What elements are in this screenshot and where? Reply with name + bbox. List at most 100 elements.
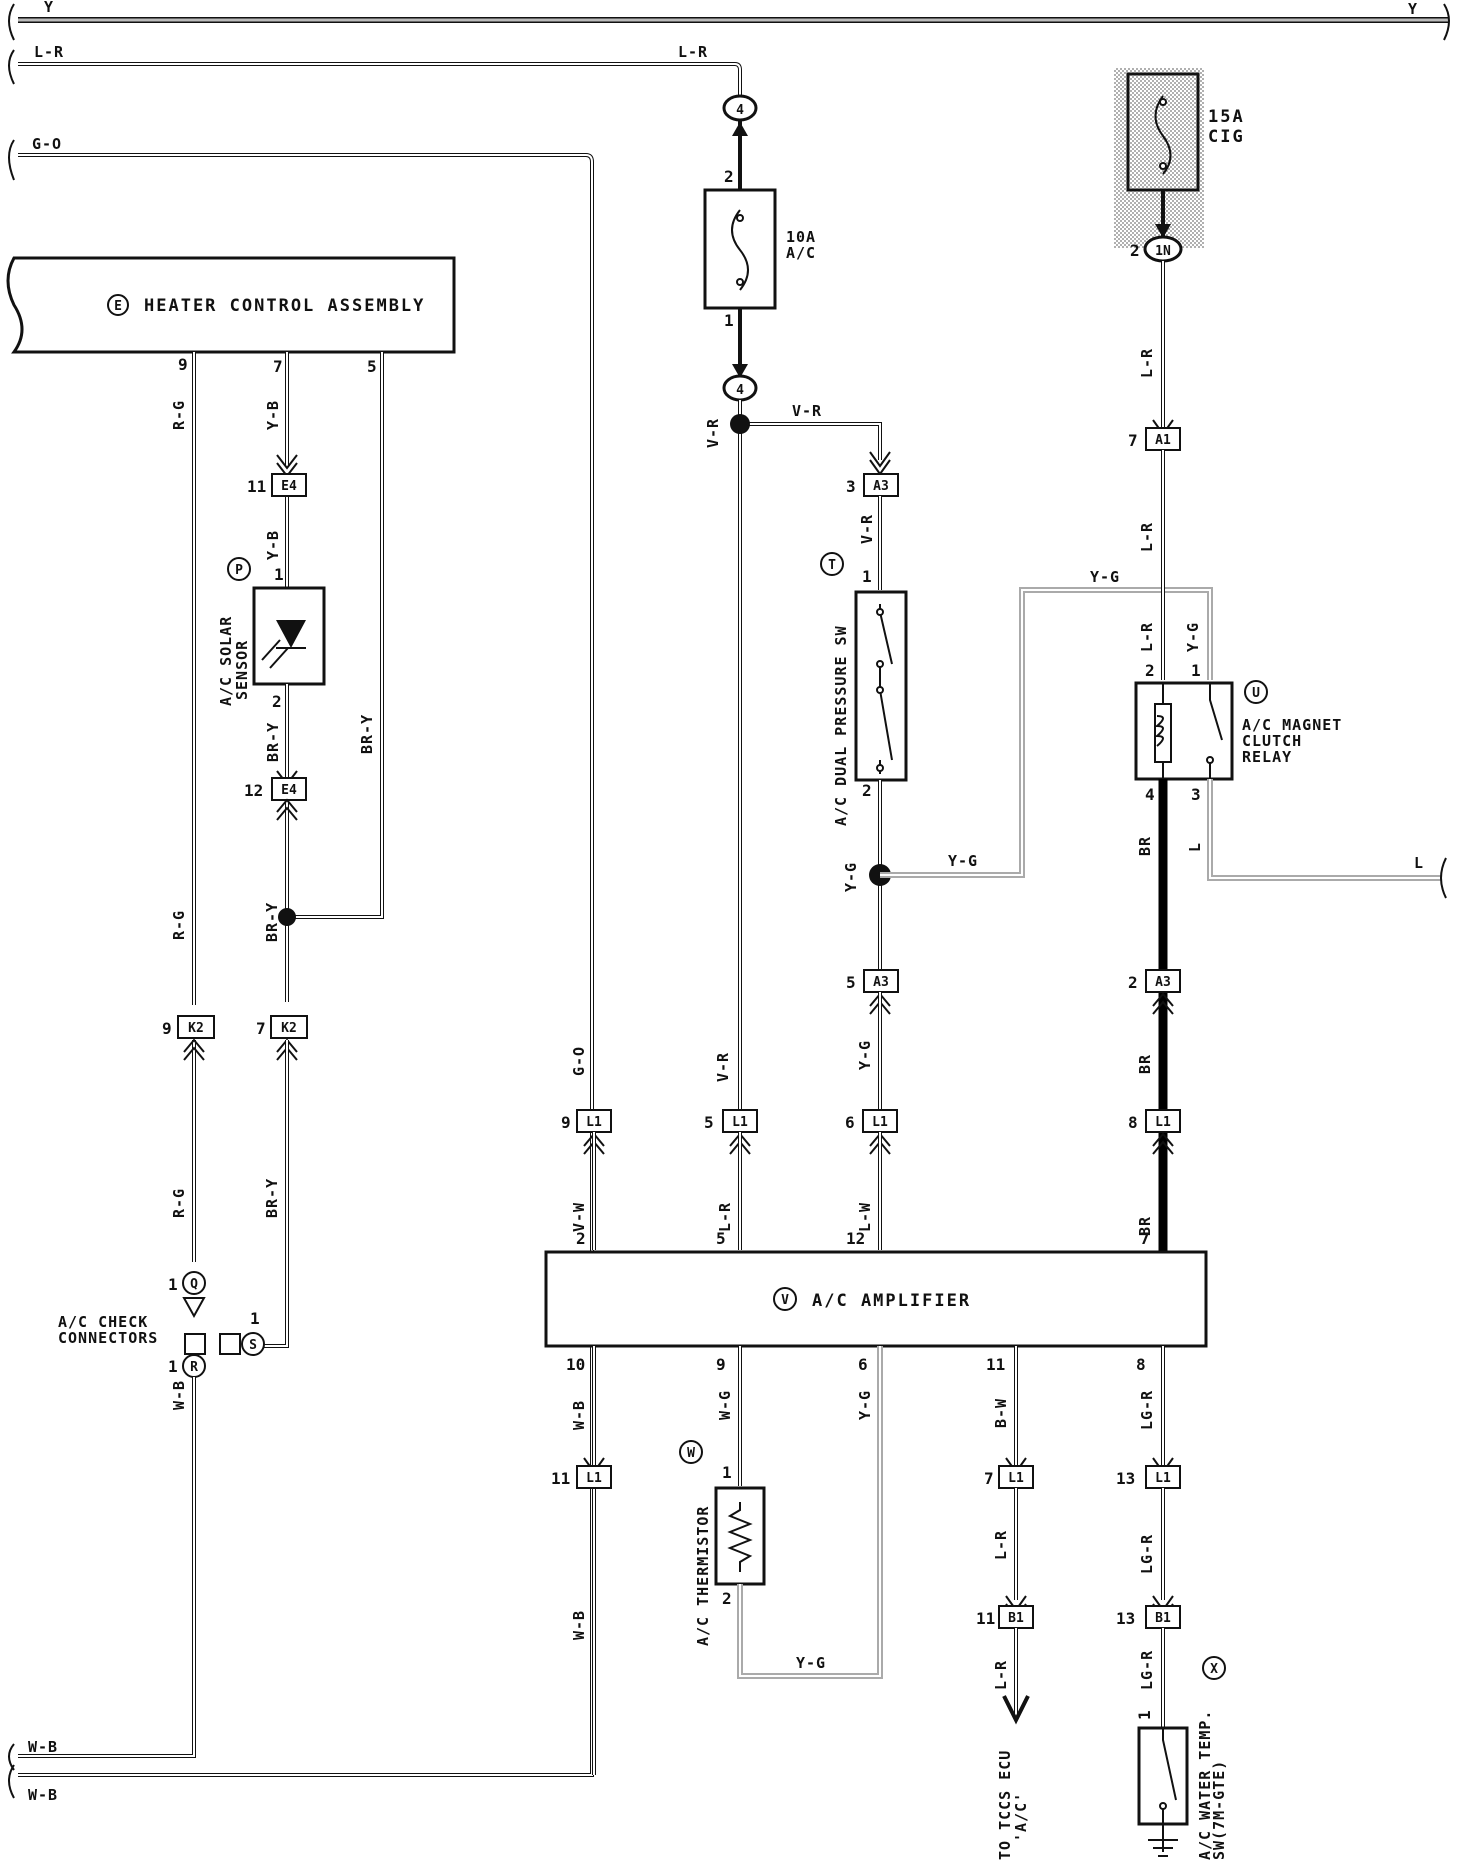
connector-b1-13: B1 13 xyxy=(1116,1605,1181,1629)
svg-text:10: 10 xyxy=(566,1355,585,1374)
magnet-clutch-relay: 2 1 U A/C MAGNET CLUTCH RELAY 4 3 xyxy=(1134,661,1342,804)
svg-text:E4: E4 xyxy=(281,479,297,494)
wire-label: BR xyxy=(1136,1054,1154,1074)
wire-yb: Y-B Y-B xyxy=(264,352,298,588)
svg-text:A3: A3 xyxy=(1155,975,1171,990)
svg-text:4: 4 xyxy=(1145,785,1155,804)
wire-label: Y xyxy=(44,0,54,16)
wire-label: L-R xyxy=(1138,522,1156,552)
dual-pressure-switch: T 1 A/C DUAL PRESSURE SW 2 xyxy=(820,496,908,826)
svg-text:7: 7 xyxy=(1128,431,1138,450)
pin-number: 9 xyxy=(178,355,188,374)
fuse-15a-cig: 15A CIG 1N 2 xyxy=(1114,68,1245,263)
svg-text:T: T xyxy=(828,558,836,573)
svg-text:12: 12 xyxy=(846,1229,865,1248)
connector-k2-7: K2 7 xyxy=(256,1015,308,1061)
wire-label: Y-G xyxy=(1090,568,1120,586)
svg-text:W: W xyxy=(687,1446,695,1461)
component-label: A/C CHECK xyxy=(58,1313,148,1331)
wire-label: BR-Y xyxy=(264,722,282,762)
thermistor: W-G W 1 A/C THERMISTOR 2 Y-G Y-G xyxy=(679,1346,883,1679)
connector-a3-2: A3 2 xyxy=(1128,969,1181,1015)
svg-text:E4: E4 xyxy=(281,783,297,798)
svg-text:7: 7 xyxy=(256,1019,266,1038)
svg-text:2: 2 xyxy=(1130,241,1140,260)
wire-label: BR-Y xyxy=(263,902,281,942)
wire-label: R-G xyxy=(170,910,188,940)
wire-bry-junction: BR-Y BR-Y xyxy=(263,352,384,1002)
connector-a3-5: A3 5 xyxy=(846,969,899,1015)
svg-text:1: 1 xyxy=(274,565,284,584)
connector-l1-11: L1 11 xyxy=(551,1465,612,1489)
svg-text:7: 7 xyxy=(1140,1229,1150,1248)
wire-label: W-B xyxy=(570,1610,588,1640)
wire-label: G-O xyxy=(32,135,62,153)
component-label: A/C DUAL PRESSURE SW xyxy=(832,625,850,826)
svg-text:2: 2 xyxy=(722,1589,732,1608)
wire-label: L-R xyxy=(992,1660,1010,1690)
tccs-destination: L-R TO TCCS ECU 'A/C' xyxy=(992,1628,1030,1860)
svg-text:5: 5 xyxy=(704,1113,714,1132)
wire-label: L xyxy=(1186,842,1204,852)
wire-label: W-B xyxy=(28,1738,58,1756)
svg-text:2: 2 xyxy=(272,692,282,711)
svg-text:B1: B1 xyxy=(1155,1611,1171,1626)
svg-text:S: S xyxy=(249,1338,257,1353)
svg-text:CIG: CIG xyxy=(1208,127,1245,147)
wire-label: Y xyxy=(1408,0,1418,18)
svg-text:5: 5 xyxy=(716,1229,726,1248)
svg-text:U: U xyxy=(1252,686,1260,701)
connector-b1-11: B1 11 xyxy=(976,1605,1034,1629)
wire-label: W-B xyxy=(570,1400,588,1430)
component-label: A/C WATER TEMP. xyxy=(1196,1710,1214,1860)
svg-text:3: 3 xyxy=(1191,785,1201,804)
svg-text:A3: A3 xyxy=(873,479,889,494)
wire-label: BR xyxy=(1136,836,1154,856)
connector-l1-13: L1 13 xyxy=(1116,1465,1181,1489)
svg-text:9: 9 xyxy=(561,1113,571,1132)
wire-label: V-R xyxy=(714,1052,732,1082)
wire-label: V-R xyxy=(858,514,876,544)
svg-text:2: 2 xyxy=(1145,661,1155,680)
svg-text:L1: L1 xyxy=(586,1115,602,1130)
component-label: A/C MAGNET xyxy=(1242,716,1342,734)
svg-text:1: 1 xyxy=(168,1275,178,1294)
wire-l-relay: L L xyxy=(1186,779,1447,899)
pin-number: 5 xyxy=(367,357,377,376)
wire-lr-tccs: L-R xyxy=(992,1488,1027,1620)
svg-text:1: 1 xyxy=(168,1357,178,1376)
wire-label: W-B xyxy=(170,1380,188,1410)
svg-text:11: 11 xyxy=(976,1609,995,1628)
connector-k2-9: K2 9 xyxy=(162,1015,215,1061)
svg-text:Q: Q xyxy=(190,1277,198,1292)
water-temp-switch: LG-R 1 X A/C WATER TEMP. SW(7M-GTE) xyxy=(1135,1628,1228,1860)
svg-text:13: 13 xyxy=(1116,1609,1135,1628)
svg-text:8: 8 xyxy=(1128,1113,1138,1132)
component-label: CLUTCH xyxy=(1242,732,1302,750)
wire-label: BR xyxy=(1136,1216,1154,1236)
component-label: A/C AMPLIFIER xyxy=(812,1291,971,1311)
wire-label: Y-B xyxy=(264,400,282,430)
fuse-10a-ac: 4 2 10A A/C 1 4 xyxy=(703,94,815,402)
wire-label: R-G xyxy=(170,1188,188,1218)
svg-text:8: 8 xyxy=(1136,1355,1146,1374)
wire-lgr: LG-R xyxy=(1138,1346,1174,1482)
svg-text:1: 1 xyxy=(250,1309,260,1328)
wire-label: L-R xyxy=(716,1202,734,1232)
wire-br: BR BR BR xyxy=(1136,779,1168,1254)
wire-label: L xyxy=(1414,854,1424,872)
svg-text:15A: 15A xyxy=(1208,107,1245,127)
svg-text:2: 2 xyxy=(724,167,734,186)
wire-label: L-W xyxy=(856,1202,874,1232)
connector-l1-6: L1 6 xyxy=(845,1109,898,1155)
connector-a1: A1 7 xyxy=(1128,427,1181,451)
destination-label: 'A/C' xyxy=(1012,1792,1030,1842)
wire-label: L-R xyxy=(678,43,708,61)
svg-text:4: 4 xyxy=(736,103,744,118)
svg-text:11: 11 xyxy=(986,1355,1005,1374)
svg-text:6: 6 xyxy=(858,1355,868,1374)
wire-label: LG-R xyxy=(1138,1390,1156,1430)
svg-text:11: 11 xyxy=(551,1469,570,1488)
wire-yg-switch: Y-G Y-G Y-G xyxy=(842,568,1188,980)
connector-l1-7: L1 7 xyxy=(984,1465,1034,1489)
